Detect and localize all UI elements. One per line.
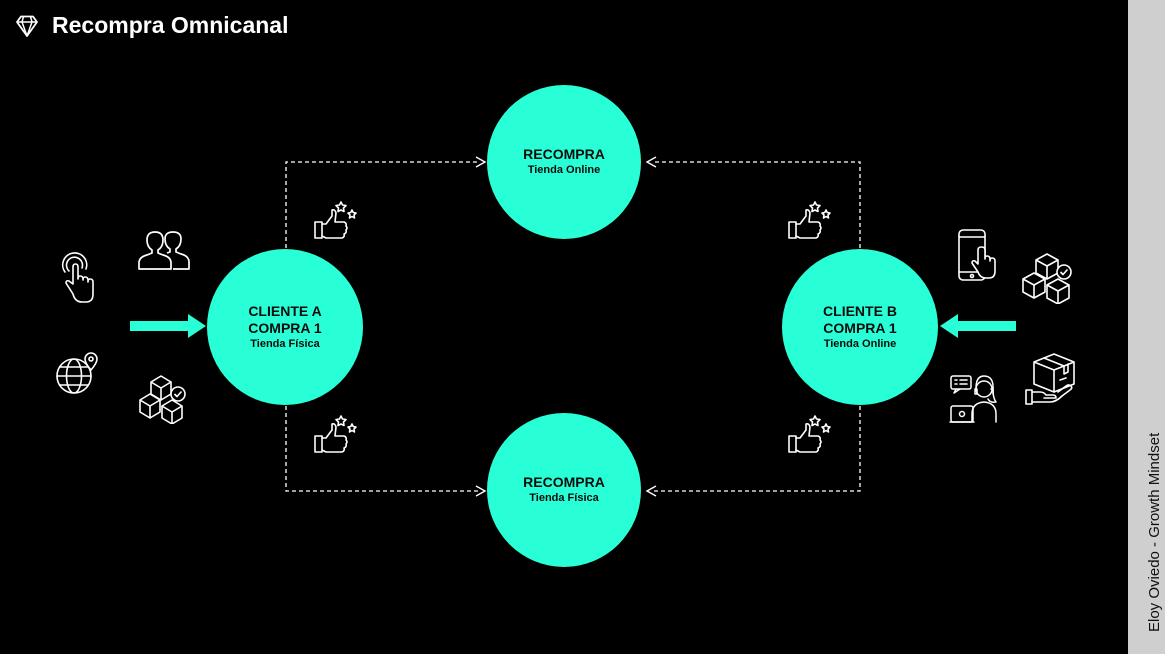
connector-right-bottom — [654, 406, 861, 492]
globe-location-icon — [54, 352, 102, 398]
arrowhead-bottom-right — [645, 485, 657, 497]
connector-left-bottom — [285, 406, 478, 492]
connector-right-top — [654, 161, 861, 248]
connector-layer — [130, 156, 1016, 497]
node-subtitle: Tienda Física — [250, 337, 320, 350]
arrowhead-top-left — [475, 156, 487, 168]
node-subtitle: Tienda Física — [529, 492, 599, 504]
header: Recompra Omnicanal — [14, 12, 288, 39]
touch-hand-icon — [56, 252, 98, 308]
node-title-2: COMPRA 1 — [248, 319, 322, 336]
node-recompra-online: RECOMPRA Tienda Online — [487, 85, 641, 239]
smartphone-touch-icon — [954, 228, 1000, 284]
node-title: CLIENTE B — [823, 302, 897, 319]
node-title: RECOMPRA — [523, 474, 605, 490]
boxes-check-icon — [137, 368, 193, 424]
page-title: Recompra Omnicanal — [52, 12, 289, 38]
credit-sidebar: Eloy Oviedo - Growth Mindset — [1128, 0, 1165, 654]
diamond-icon — [16, 15, 38, 37]
node-title: RECOMPRA — [523, 146, 605, 162]
support-agent-icon — [948, 372, 1002, 426]
users-icon — [137, 229, 199, 271]
node-title: CLIENTE A — [248, 302, 322, 319]
thumbs-up-stars-icon — [786, 198, 834, 242]
node-subtitle: Tienda Online — [527, 164, 601, 176]
author-credit: Eloy Oviedo - Growth Mindset — [1146, 432, 1163, 632]
thumbs-up-stars-icon — [312, 198, 360, 242]
package-hand-icon — [1022, 350, 1078, 408]
boxes-check-icon — [1020, 248, 1078, 304]
entry-arrow-left — [130, 314, 206, 338]
diagram-canvas: Recompra Omnicanal RECOMPRA Tienda Onlin… — [14, 12, 1078, 567]
entry-arrow-right — [940, 314, 1016, 338]
node-recompra-fisica: RECOMPRA Tienda Física — [487, 413, 641, 567]
node-cliente-a: CLIENTE A COMPRA 1 Tienda Física — [207, 249, 363, 405]
thumbs-up-stars-icon — [786, 412, 834, 456]
node-cliente-b: CLIENTE B COMPRA 1 Tienda Online — [782, 249, 938, 405]
arrowhead-top-right — [645, 156, 657, 168]
node-subtitle: Tienda Online — [823, 337, 897, 350]
connector-left-top — [285, 161, 478, 248]
arrowhead-bottom-left — [475, 485, 487, 497]
node-title-2: COMPRA 1 — [823, 319, 897, 336]
thumbs-up-stars-icon — [312, 412, 360, 456]
